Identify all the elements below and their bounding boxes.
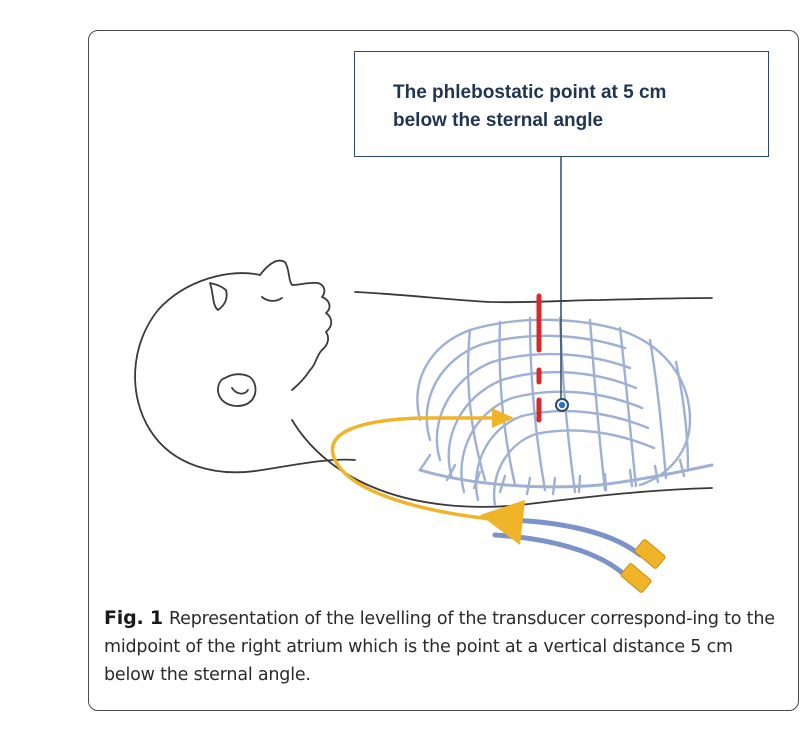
transducer-connectors	[620, 539, 666, 593]
rib-cage	[416, 316, 714, 507]
callout-line-2: below the sternal angle	[393, 110, 604, 131]
callout-text: The phlebostatic point at 5 cm below the…	[393, 79, 753, 135]
callout-box: The phlebostatic point at 5 cm below the…	[354, 51, 769, 157]
arrowhead-left	[480, 500, 525, 545]
patient-illustration	[134, 157, 714, 593]
levelling-arrow	[330, 416, 502, 522]
patient-outline	[134, 259, 713, 508]
caption-text: Representation of the levelling of the t…	[104, 609, 775, 685]
caption-label: Fig. 1	[104, 607, 163, 629]
arrowhead-right	[492, 408, 514, 428]
callout-line-1: The phlebostatic point at 5 cm	[393, 82, 667, 103]
